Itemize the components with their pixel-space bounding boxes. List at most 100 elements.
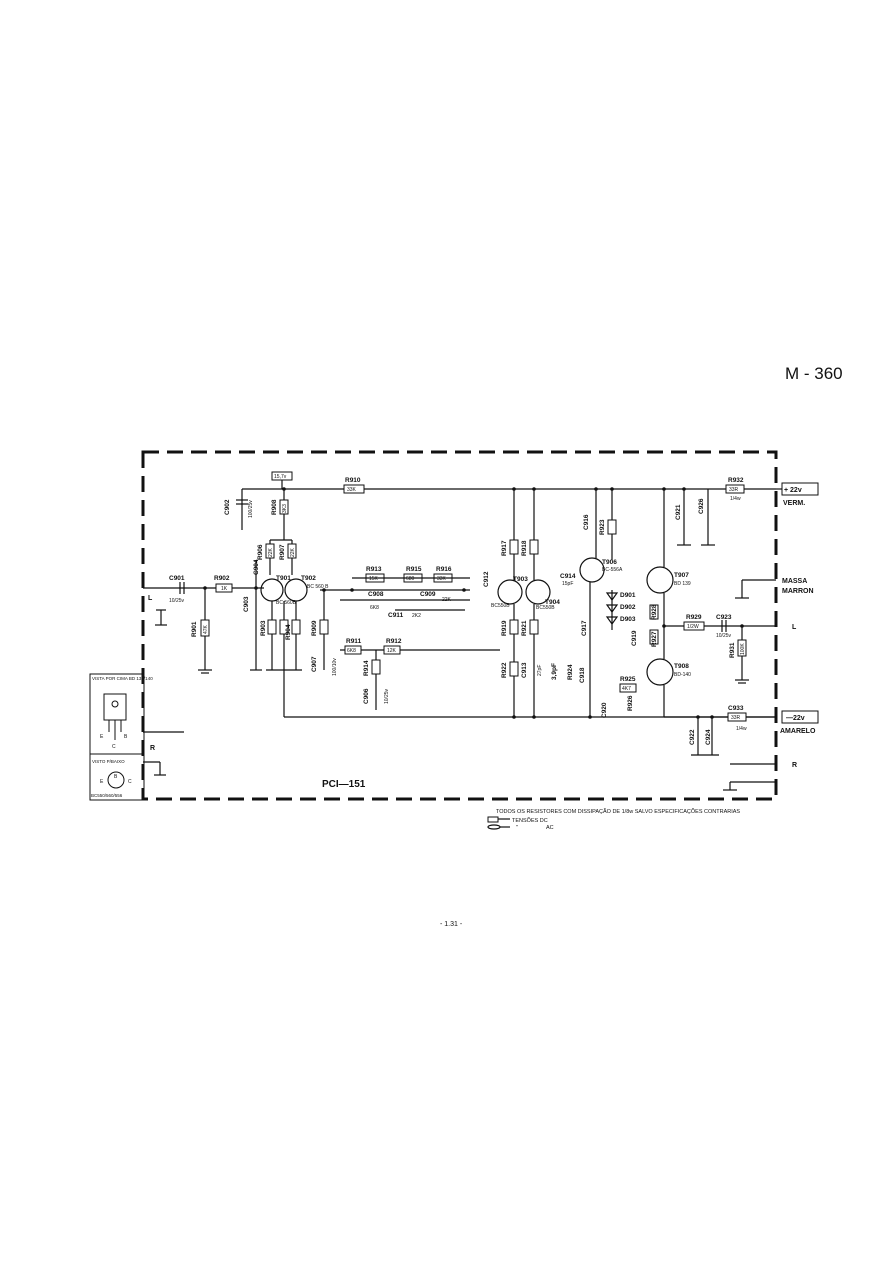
c906-label: C906 [363,688,370,704]
c906-value: 10/25v [384,688,390,704]
r926-label: R926 [627,695,634,711]
c909-label: C909 [420,591,436,598]
c901-label: C901 [169,575,185,582]
r907-value: 22K [290,547,296,557]
r913-value: 12K [387,648,397,654]
r931-value: 100K [740,643,746,655]
c925-label: 3,9pF [551,663,558,680]
c908-label: C908 [368,591,384,598]
r929-label: R929 [686,614,702,621]
c924-label: C924 [705,729,712,745]
resistor-r915 [371,659,381,675]
resistor-r901 [200,619,210,637]
legend-dc: TENSÕES DC [512,817,548,824]
r909-label: R909 [311,620,318,636]
c933-value: 33R [731,715,741,721]
t906-label: T906 [602,559,617,566]
t903-label: T903 [513,576,528,583]
c902-label: C902 [224,499,231,515]
inset-bottom-pin-e: E [100,779,104,785]
page-code: M - 360 [785,364,843,383]
resistor-r931 [737,639,747,657]
d901-label: D901 [620,592,636,599]
t907-label: T907 [674,572,689,579]
c908-value: 6K8 [370,605,379,611]
transistor-t907 [646,566,674,594]
r917-label: R917 [501,540,508,556]
transistor-t906 [579,557,605,583]
r932-power: 1/4w [730,496,741,502]
resistor-r918 [529,539,539,555]
c926-label: C926 [698,498,705,514]
resistor-r908 [279,499,289,515]
ground-name: MASSA [782,578,807,585]
resistor-r905 [291,619,301,635]
resistor-r925 [619,683,637,693]
resistor-c933 [727,712,747,722]
c920-label: C920 [601,702,608,718]
ac-legend-ellipse [487,824,501,830]
r923-label: R924 [567,664,574,680]
c916-label: C916 [583,514,590,530]
resistor-r913 [383,645,401,655]
r932-label: R932 [728,477,744,484]
c922-label: C922 [689,729,696,745]
r918-label: R918 [521,540,528,556]
c907-value: 100/10v [332,658,338,676]
inset-bottom-pin-b: B [114,774,118,780]
c918-label: C918 [579,667,586,683]
c913-value: 27pF [537,665,543,676]
r911-label: R911 [346,638,362,645]
r903-label: R903 [260,620,267,636]
legend-ac-dash: " [516,825,518,831]
t908-label: T908 [674,663,689,670]
resistor-note: TODOS OS RESISTORES COM DISSIPAÇÃO DE 1/… [496,808,740,815]
positive-rail-value: + 22v [784,487,802,494]
t901-label: T901 [276,575,291,582]
r908-label: R908 [271,499,278,515]
resistor-r919 [509,619,519,635]
r914-value: 680 [406,576,415,582]
r929-value: 1/2W [687,624,699,630]
inset-top-pin-c: C [112,744,116,750]
c912-label: C912 [483,571,490,587]
d903-label: D903 [620,616,636,623]
c923-label: C923 [716,614,732,621]
resistor-r929 [683,621,705,631]
t901-type: BC 560B [276,600,297,606]
t902-type: BC 560 B [307,584,329,590]
c909-value: 22K [442,597,452,603]
t908-type: BD-140 [674,672,691,678]
r904-label: R904 [285,624,292,640]
r916-value: 33K [437,576,447,582]
output-left-label: L [792,624,797,631]
resistor-r909 [319,619,329,635]
negative-rail-wire: AMARELO [780,728,816,735]
r910-label: R910 [345,477,361,484]
inset-bottom-parts: BC550/560/556 [91,793,123,798]
inset-top-title: VISTA POR CIMA BD 139/140 [92,676,153,681]
positive-rail-terminal [781,482,819,496]
c901-value: 10/25v [169,598,185,604]
d902-label: D902 [620,604,636,611]
resistor-r922 [509,661,519,677]
to92-package-icon [107,771,125,789]
t906-type: BC-556A [602,567,623,573]
junction-dots [203,487,744,719]
resistor-r911 [344,645,362,655]
inset-top-pin-b: B [124,734,128,740]
c911-value: 2K2 [412,613,421,619]
diode-string [605,590,619,630]
voltage-test-label: 15,7v [274,474,287,480]
resistor-r921 [529,619,539,635]
r922-label: R922 [501,662,508,678]
resistor-r902 [215,583,233,593]
c919-label: C919 [631,630,638,646]
r921-label: R921 [521,620,528,636]
r907-label: R907 [279,544,286,560]
r931-label: R931 [729,642,736,658]
resistor-r910 [343,484,365,494]
r912-value: 15K [369,576,379,582]
r902-label: R902 [214,575,230,582]
dc-legend-box [487,816,499,823]
